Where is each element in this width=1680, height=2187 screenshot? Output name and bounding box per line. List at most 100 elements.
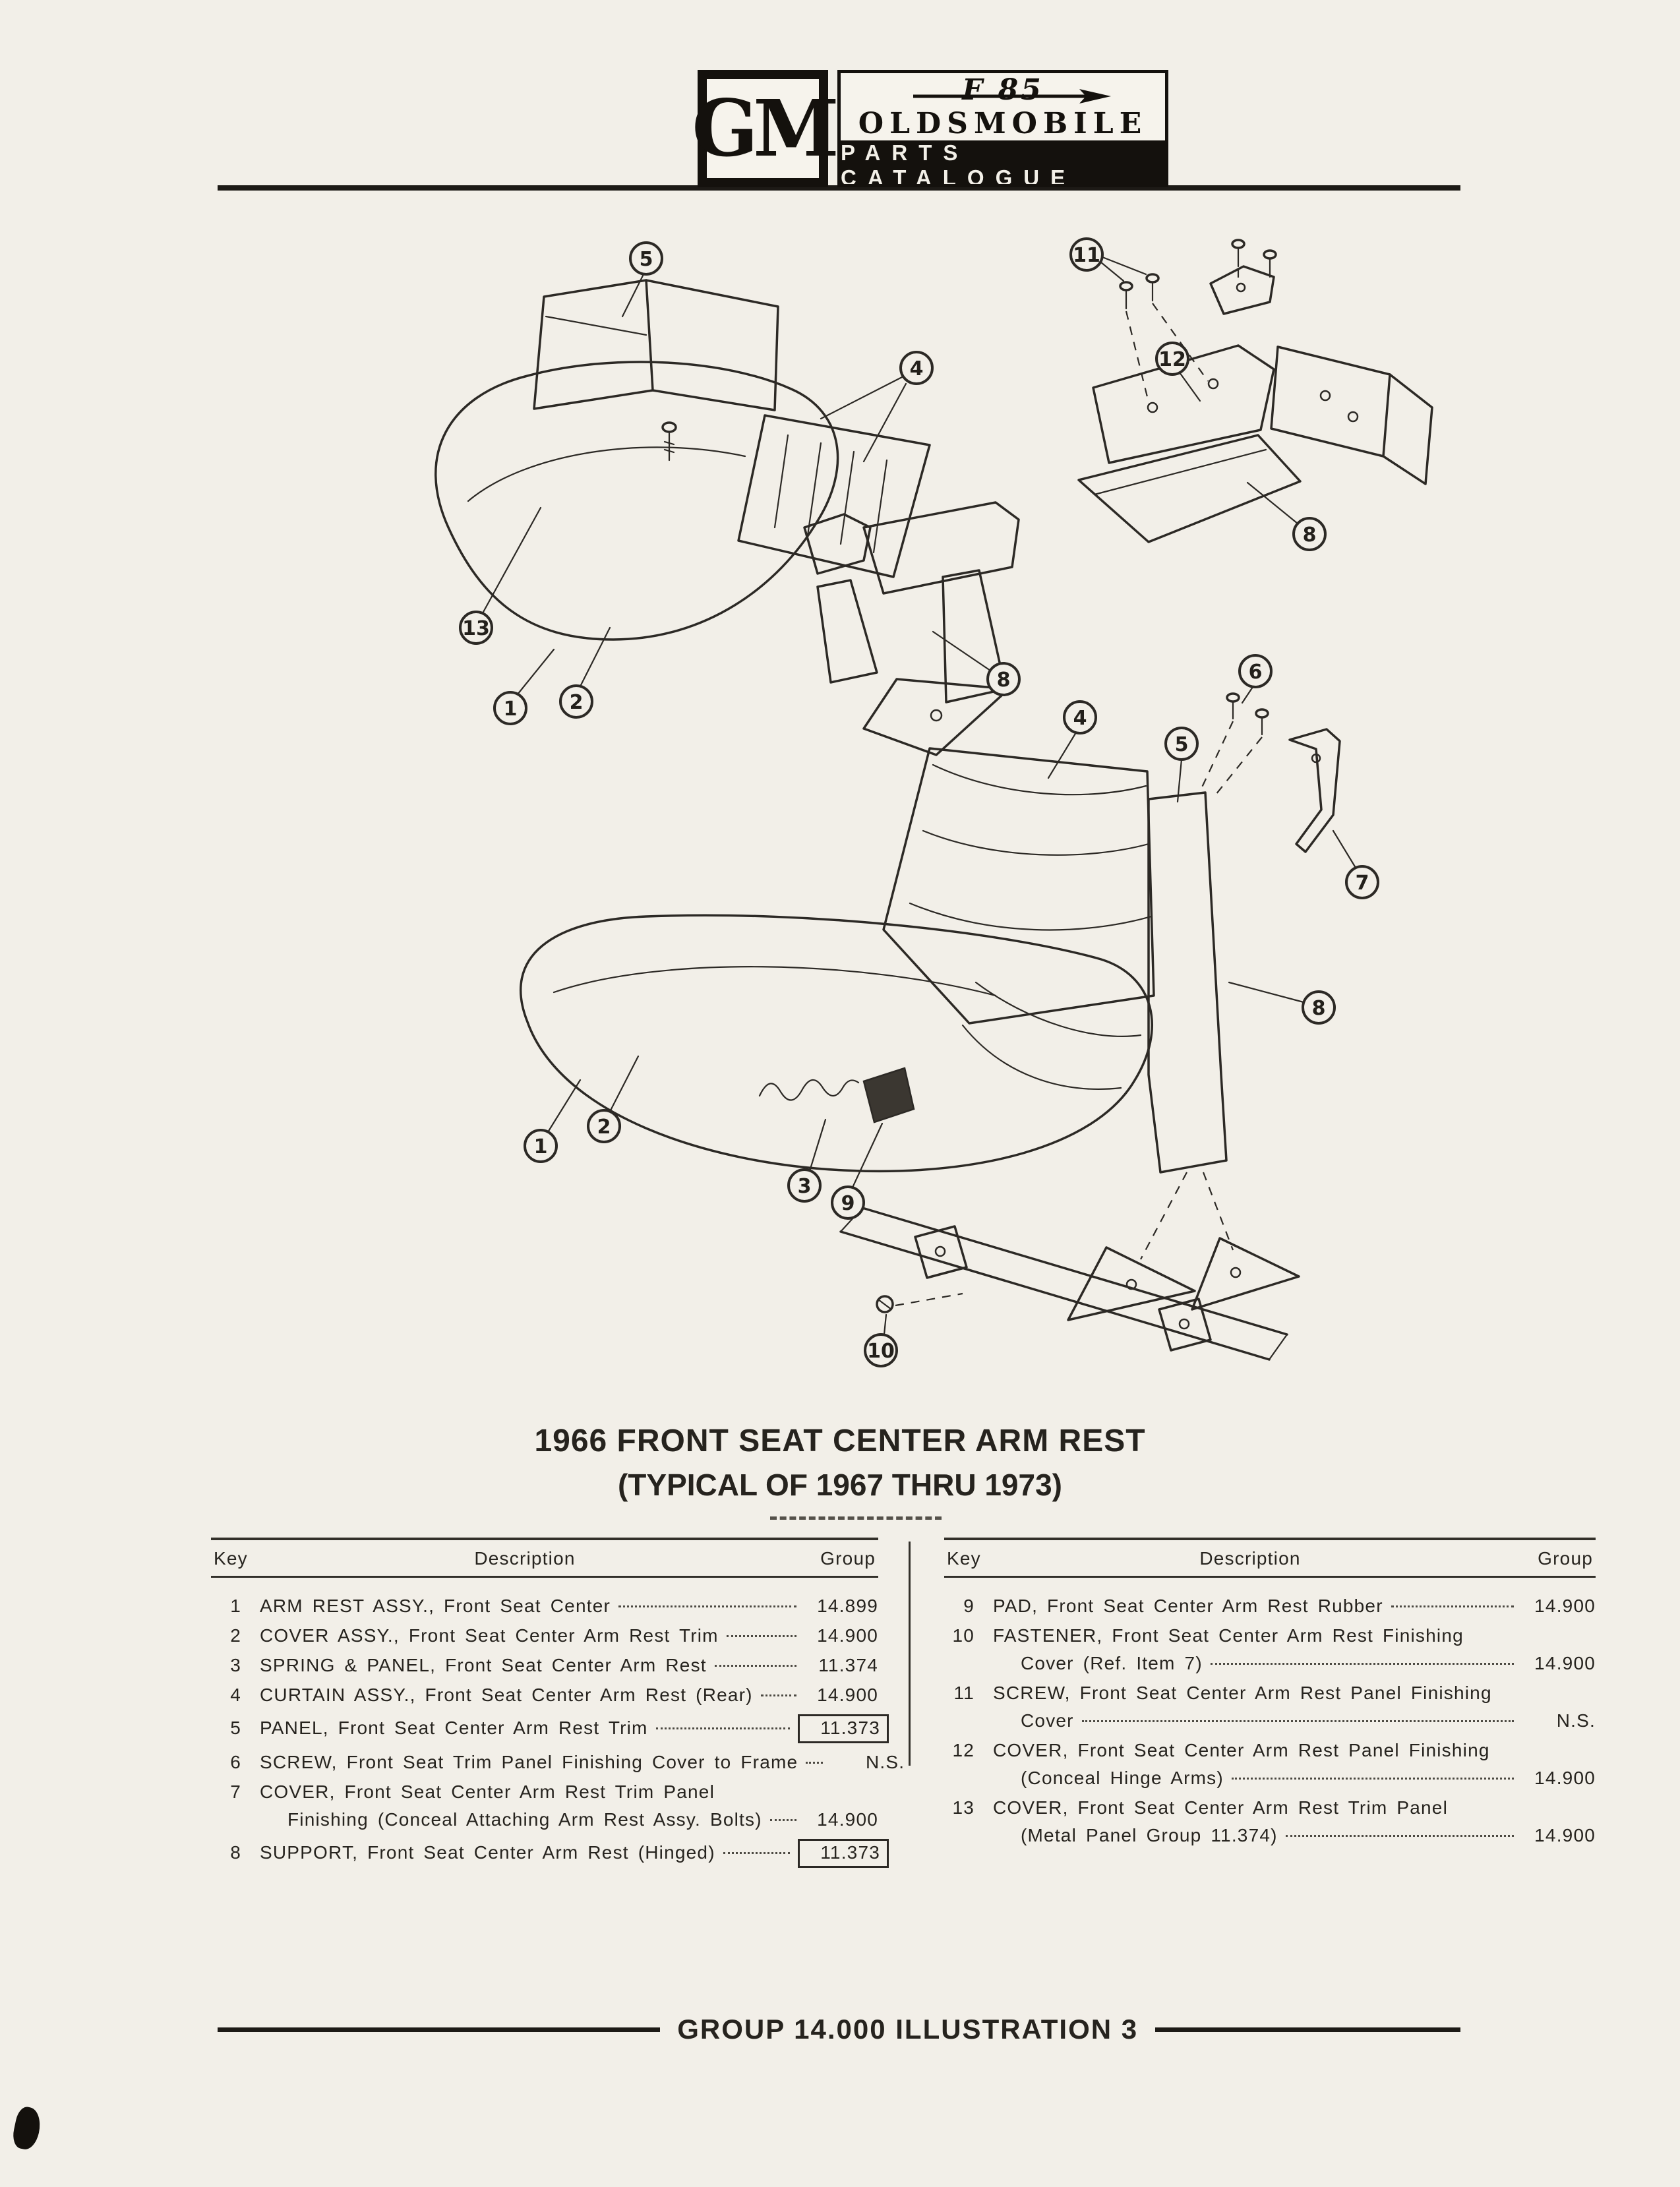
underline-dashes [770, 1516, 942, 1520]
part-key: 11 [953, 1683, 975, 1703]
seat-armrest-diagram: 4 5 6 7 8 1 2 [520, 654, 1379, 1367]
svg-text:12: 12 [1158, 348, 1186, 371]
bracket-detail-diagram: 11 12 8 [1069, 237, 1433, 551]
make-row: OLDSMOBILE [841, 107, 1165, 140]
svg-text:5: 5 [640, 248, 653, 271]
part-group: 14.900 [1534, 1768, 1596, 1788]
leader-dots [618, 1605, 796, 1607]
callout-8c: 8 [1228, 981, 1336, 1025]
table-row: 12 COVER, Front Seat Center Arm Rest Pan… [944, 1740, 1596, 1789]
svg-text:4: 4 [1073, 707, 1087, 730]
part-group: 14.900 [1534, 1653, 1596, 1673]
footer-text: GROUP 14.000 ILLUSTRATION 3 [677, 2014, 1139, 2045]
part-description-cont: Cover (Ref. Item 7) [1021, 1653, 1203, 1673]
part-description: COVER ASSY., Front Seat Center Arm Rest … [260, 1625, 719, 1646]
svg-text:1: 1 [504, 698, 518, 721]
part-group: 14.900 [1534, 1596, 1596, 1616]
callout-5: 5 [621, 241, 663, 318]
column-divider [909, 1542, 911, 1766]
part-group-boxed: 11.373 [798, 1839, 889, 1868]
part-key: 1 [230, 1596, 241, 1616]
footer-rule-left [218, 2027, 661, 2032]
catalogue-header: GM F 85 OLDSMOBILE PARTS CATALOGUE [692, 70, 1168, 187]
model-arrow-icon [913, 89, 1111, 104]
leader-dots [655, 1727, 790, 1729]
leader-dots [1081, 1720, 1514, 1722]
part-key: 7 [230, 1782, 241, 1802]
table-row: 10 FASTENER, Front Seat Center Arm Rest … [944, 1625, 1596, 1674]
part-key: 8 [230, 1842, 241, 1863]
header-group: Group [820, 1548, 876, 1569]
part-key: 9 [963, 1596, 975, 1616]
figure-title-line1: 1966 FRONT SEAT CENTER ARM REST [534, 1423, 1146, 1458]
header-rule [218, 185, 1460, 191]
leader-dots [1210, 1663, 1514, 1665]
parts-table-right: Key Description Group 9 PAD, Front Seat … [944, 1538, 1596, 1855]
svg-text:5: 5 [1175, 733, 1189, 756]
table-body: 9 PAD, Front Seat Center Arm Rest Rubber… [944, 1578, 1596, 1846]
svg-text:2: 2 [570, 691, 584, 714]
table-header: Key Description Group [211, 1538, 878, 1578]
part-group: 14.900 [817, 1809, 878, 1830]
callout-10: 10 [864, 1313, 898, 1367]
figure-title: 1966 FRONT SEAT CENTER ARM REST (TYPICAL… [0, 1423, 1680, 1503]
part-group: 14.900 [817, 1685, 878, 1705]
part-description: SUPPORT, Front Seat Center Arm Rest (Hin… [260, 1842, 715, 1863]
callout-7: 7 [1332, 829, 1379, 899]
table-row: 3 SPRING & PANEL, Front Seat Center Arm … [211, 1655, 878, 1676]
svg-text:13: 13 [462, 617, 490, 640]
part-description: PANEL, Front Seat Center Arm Rest Trim [260, 1718, 648, 1738]
table-row: 9 PAD, Front Seat Center Arm Rest Rubber… [944, 1596, 1596, 1617]
exploded-diagrams: 5 4 13 1 2 8 [435, 237, 1433, 1367]
parts-table-left: Key Description Group 1 ARM REST ASSY., … [211, 1538, 904, 1876]
catalogue-title: PARTS CATALOGUE [841, 140, 1077, 187]
svg-text:9: 9 [841, 1192, 855, 1215]
leader-dots [1231, 1778, 1514, 1780]
part-key: 3 [230, 1655, 241, 1675]
part-group: 11.374 [818, 1655, 878, 1675]
callout-8: 8 [932, 630, 1021, 696]
header-description: Description [474, 1548, 576, 1569]
svg-text:4: 4 [910, 357, 924, 380]
callout-5b: 5 [1164, 727, 1199, 803]
model-name: F 85 [962, 73, 1044, 107]
svg-text:10: 10 [867, 1340, 895, 1363]
part-description: ARM REST ASSY., Front Seat Center [260, 1596, 611, 1616]
figure-title-line2: (TYPICAL OF 1967 THRU 1973) [617, 1468, 1062, 1502]
make-name: OLDSMOBILE [858, 107, 1148, 140]
part-group: 14.900 [817, 1625, 878, 1646]
svg-text:8: 8 [997, 669, 1011, 692]
table-row: 1 ARM REST ASSY., Front Seat Center 14.8… [211, 1596, 878, 1617]
svg-text:8: 8 [1303, 524, 1317, 547]
part-description: CURTAIN ASSY., Front Seat Center Arm Res… [260, 1685, 753, 1705]
part-description: PAD, Front Seat Center Arm Rest Rubber [993, 1596, 1383, 1616]
header-key: Key [947, 1548, 981, 1569]
header-description: Description [1199, 1548, 1301, 1569]
callout-1: 1 [493, 648, 555, 725]
armrest-assembly-diagram: 5 4 13 1 2 8 [435, 241, 1021, 756]
part-group: 14.899 [817, 1596, 878, 1616]
svg-text:11: 11 [1073, 244, 1100, 267]
part-group: 14.900 [1534, 1825, 1596, 1845]
brand-box: F 85 OLDSMOBILE PARTS CATALOGUE [837, 70, 1168, 187]
table-row: 4 CURTAIN ASSY., Front Seat Center Arm R… [211, 1685, 878, 1706]
catalogue-bar: PARTS CATALOGUE [841, 140, 1165, 187]
callout-4: 4 [820, 351, 934, 463]
table-row: 8 SUPPORT, Front Seat Center Arm Rest (H… [211, 1839, 889, 1868]
gm-logo: GM [692, 70, 839, 187]
svg-text:6: 6 [1249, 661, 1263, 684]
gm-logo-text: GM [692, 82, 839, 174]
part-key: 10 [952, 1625, 975, 1646]
callout-1b: 1 [524, 1079, 582, 1163]
table-row: 6 SCREW, Front Seat Trim Panel Finishing… [211, 1752, 904, 1773]
part-description: COVER, Front Seat Center Arm Rest Trim P… [260, 1782, 715, 1802]
part-description: SPRING & PANEL, Front Seat Center Arm Re… [260, 1655, 707, 1675]
page-footer: GROUP 14.000 ILLUSTRATION 3 [218, 2014, 1460, 2045]
callout-6: 6 [1238, 654, 1273, 704]
part-description: COVER, Front Seat Center Arm Rest Trim P… [993, 1797, 1448, 1818]
callout-9: 9 [831, 1122, 884, 1220]
callout-11: 11 [1069, 237, 1147, 282]
part-group: N.S. [1556, 1710, 1596, 1731]
callout-12: 12 [1155, 342, 1201, 402]
part-description-cont: Cover [1021, 1710, 1074, 1731]
